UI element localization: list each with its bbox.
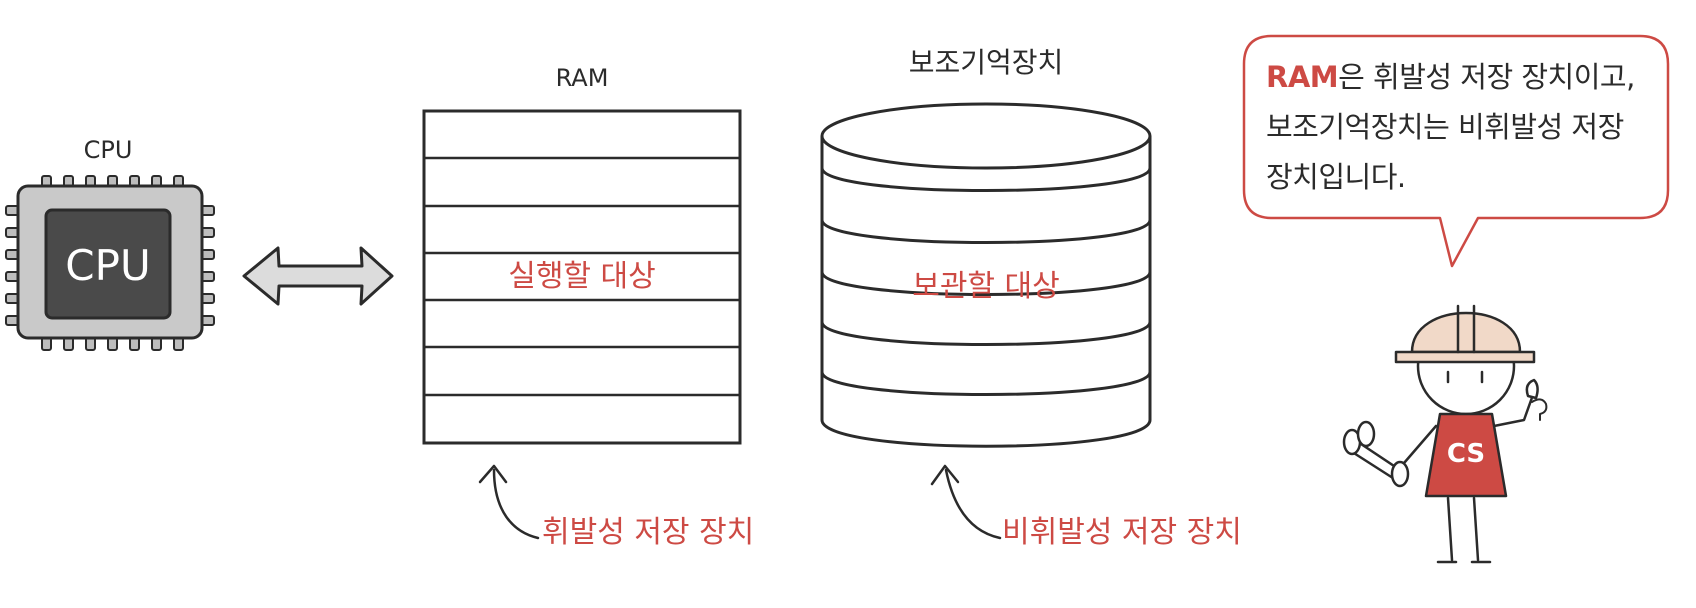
storage-title: 보조기억장치 [909, 46, 1064, 79]
speech-bubble [1242, 34, 1670, 268]
ram-caption-arrow-icon [492, 468, 540, 540]
cpu-chip-label: CPU [65, 241, 150, 290]
speech-bubble-body: 은 휘발성 저장 장치이고, 보조기억장치는 비휘발성 저장 장치입니다. [1266, 60, 1635, 194]
speech-bubble-text: RAM은 휘발성 저장 장치이고, 보조기억장치는 비휘발성 저장 장치입니다. [1266, 52, 1638, 202]
cpu-title: CPU [84, 136, 133, 164]
ram-caption: 휘발성 저장 장치 [542, 515, 754, 550]
storage-inner-label: 보관할 대상 [912, 269, 1060, 304]
ram-block: 실행할 대상 [422, 109, 742, 445]
cpu-chip: CPU [5, 175, 215, 351]
character-shirt-text: CS [1447, 439, 1485, 469]
storage-caption: 비휘발성 저장 장치 [1002, 515, 1242, 550]
speech-bubble-highlight: RAM [1266, 60, 1339, 94]
storage-caption-arrow-icon [944, 468, 1002, 540]
ram-title: RAM [556, 64, 609, 92]
ram-inner-label: 실행할 대상 [508, 259, 656, 294]
engineer-character [1342, 304, 1548, 564]
double-arrow-icon [242, 246, 394, 306]
storage-cylinder [820, 102, 1152, 448]
